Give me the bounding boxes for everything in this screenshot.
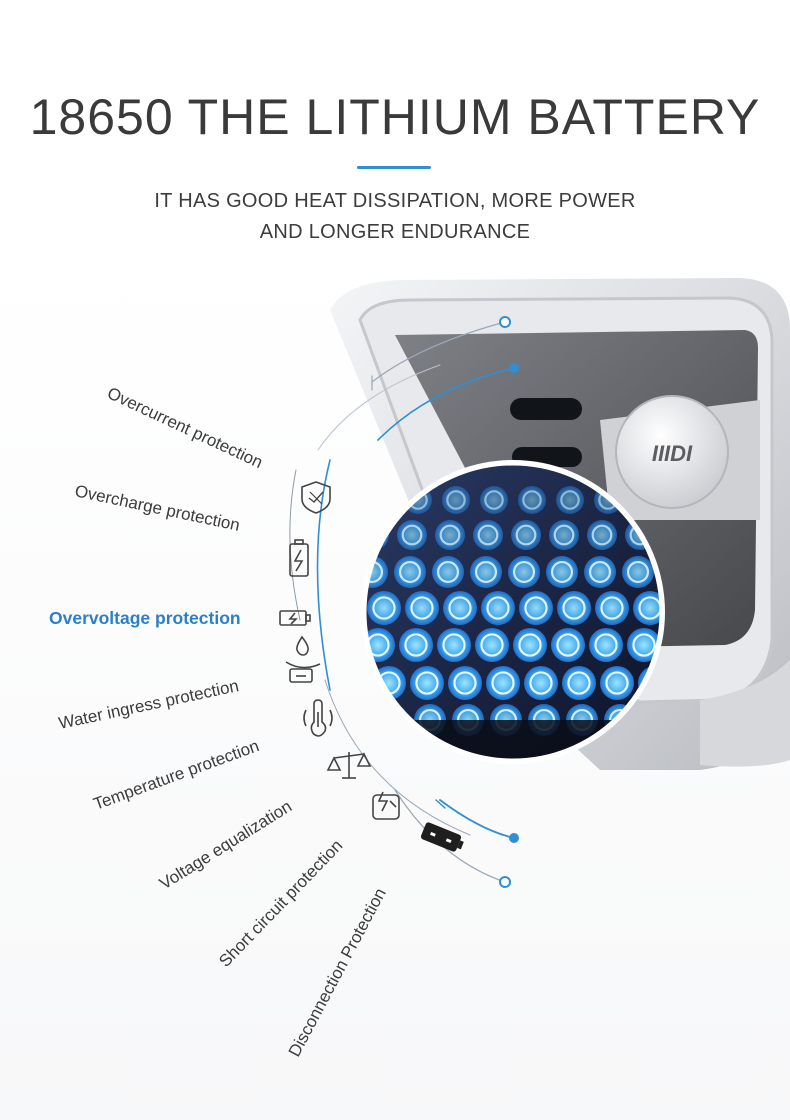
page-title: 18650 THE LITHIUM BATTERY — [29, 89, 761, 145]
battery-cell-terminal — [524, 596, 548, 620]
battery-cell-terminal — [556, 633, 580, 657]
battery-cell-terminal — [486, 596, 510, 620]
battery-cell — [518, 486, 546, 514]
battery-cell-terminal — [594, 633, 618, 657]
battery-cell-terminal — [404, 633, 428, 657]
battery-cell-terminal — [632, 633, 656, 657]
battery-cell-terminal — [518, 633, 542, 657]
battery-cell-terminal — [588, 560, 612, 584]
battery-cell-terminal — [605, 671, 629, 695]
feature-overvoltage: Overvoltage protection — [49, 608, 241, 628]
battery-cell-terminal — [600, 596, 624, 620]
marker-dot-hollow-bottom — [499, 876, 511, 888]
marker-dot-solid-top — [509, 363, 519, 373]
battery-cell — [595, 591, 629, 625]
marker-dot-hollow-top — [499, 316, 511, 328]
battery-cell-terminal — [515, 524, 537, 546]
battery-cell-terminal — [398, 560, 422, 584]
battery-cell — [473, 520, 503, 550]
battery-cell — [549, 520, 579, 550]
battery-cell-terminal — [522, 490, 542, 510]
battery-cell — [551, 628, 585, 662]
short-circuit-icon — [372, 791, 400, 820]
marker-dot-solid-bottom — [509, 833, 519, 843]
battery-cell-terminal — [529, 671, 553, 695]
subtitle-line-2: AND LONGER ENDURANCE — [259, 221, 531, 243]
battery-cell-terminal — [550, 560, 574, 584]
battery-cell-terminal — [512, 560, 536, 584]
battery-cell — [480, 486, 508, 514]
battery-cell-terminal — [553, 524, 575, 546]
battery-bolt-icon — [289, 539, 309, 577]
battery-cell — [410, 666, 444, 700]
battery-cell-terminal — [491, 671, 515, 695]
battery-cell-terminal — [562, 596, 586, 620]
battery-cell-terminal — [415, 671, 439, 695]
battery-cell-terminal — [626, 560, 650, 584]
battery-cell-terminal — [436, 560, 460, 584]
battery-cell — [405, 591, 439, 625]
battery-cell-terminal — [442, 633, 466, 657]
brand-logo: IIIDI — [652, 441, 693, 466]
battery-cell-terminal — [446, 490, 466, 510]
battery-cell-terminal — [410, 596, 434, 620]
battery-cell — [519, 591, 553, 625]
battery-cell — [367, 591, 401, 625]
battery-cell-terminal — [448, 596, 472, 620]
battery-cell-terminal — [401, 524, 423, 546]
disconnect-icon — [420, 822, 464, 852]
battery-cell — [600, 666, 634, 700]
battery-cell-terminal — [591, 524, 613, 546]
battery-cell — [508, 556, 540, 588]
battery-cell — [399, 628, 433, 662]
battery-cell — [481, 591, 515, 625]
battery-cell — [524, 666, 558, 700]
battery-cell — [587, 520, 617, 550]
battery-cell — [589, 628, 623, 662]
battery-cell — [627, 628, 661, 662]
battery-cell — [584, 556, 616, 588]
battery-cell-terminal — [372, 596, 396, 620]
shield-icon — [301, 481, 331, 514]
battery-cell — [475, 628, 509, 662]
battery-cell — [556, 486, 584, 514]
battery-cell — [437, 628, 471, 662]
balance-scale-icon — [326, 752, 372, 779]
title-underline — [357, 166, 431, 169]
battery-cell — [397, 520, 427, 550]
battery-cell — [562, 666, 596, 700]
battery-cells-magnifier — [361, 460, 665, 764]
subtitle-line-1: IT HAS GOOD HEAT DISSIPATION, MORE POWER — [154, 190, 636, 212]
battery-cell — [513, 628, 547, 662]
battery-cell — [394, 556, 426, 588]
thermometer-icon — [303, 699, 333, 737]
battery-cell — [470, 556, 502, 588]
battery-cell-terminal — [474, 560, 498, 584]
battery-cell — [557, 591, 591, 625]
battery-cell — [443, 591, 477, 625]
battery-cell-terminal — [560, 490, 580, 510]
battery-cell-terminal — [439, 524, 461, 546]
battery-cell — [511, 520, 541, 550]
battery-cell — [633, 591, 661, 625]
battery-cell-terminal — [453, 671, 477, 695]
battery-cell — [432, 556, 464, 588]
battery-cell-terminal — [484, 490, 504, 510]
battery-cell — [546, 556, 578, 588]
battery-cell — [435, 520, 465, 550]
battery-cell-terminal — [477, 524, 499, 546]
battery-cell — [486, 666, 520, 700]
battery-cell-terminal — [480, 633, 504, 657]
battery-cell — [448, 666, 482, 700]
battery-cell-terminal — [567, 671, 591, 695]
battery-charge-icon — [279, 610, 311, 626]
water-drop-battery-icon — [285, 635, 321, 683]
battery-cell — [622, 556, 654, 588]
battery-cell — [442, 486, 470, 514]
